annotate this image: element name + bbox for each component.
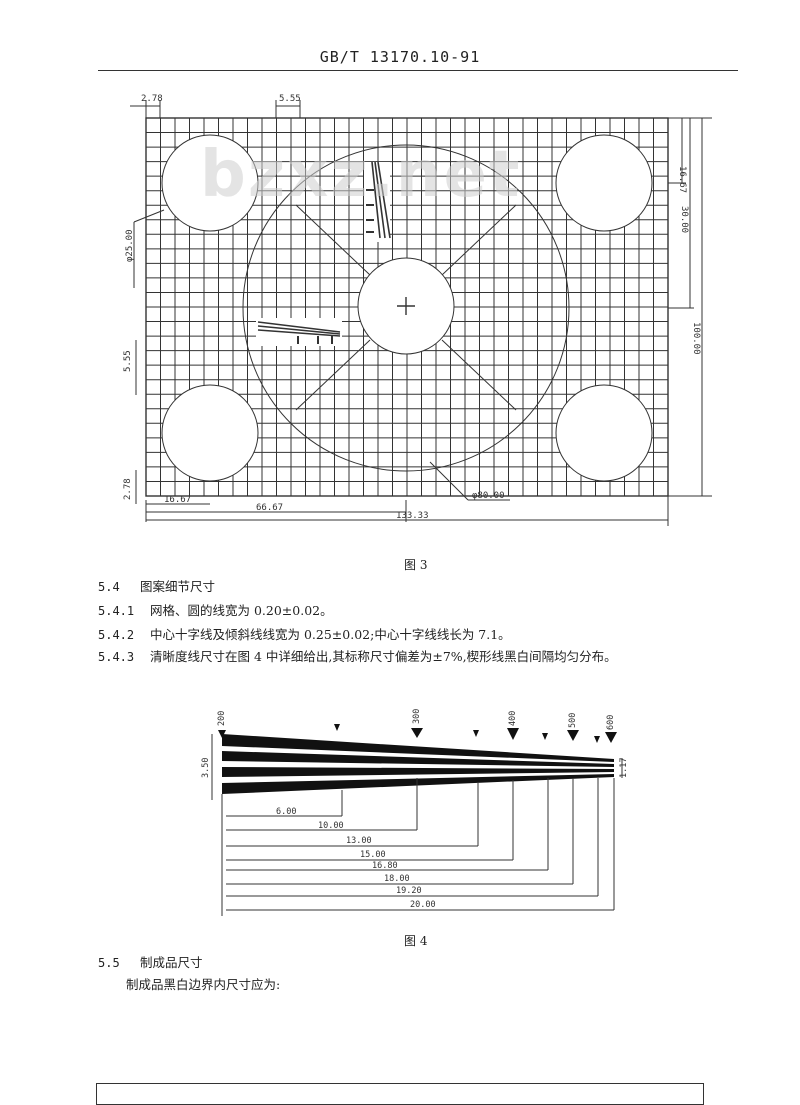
dim-bottom-b: 66.67 xyxy=(256,503,283,513)
header-rule xyxy=(98,70,738,71)
wedge-label-500: 500 xyxy=(568,713,578,728)
bottom-table-edge xyxy=(96,1083,704,1105)
wedge-left-dim: 3.50 xyxy=(201,758,211,778)
wedge-dim-19-2: 19.20 xyxy=(396,886,422,896)
wedge-dim-6: 6.00 xyxy=(276,807,296,817)
dim-right-top: 16.67 xyxy=(677,166,687,193)
clause-number: 5.4.3 xyxy=(98,650,135,664)
corner-circle-bl xyxy=(161,384,259,482)
wedge-dim-16-8: 16.80 xyxy=(372,861,398,871)
clause-text: 清晰度线尺寸在图 4 中详细给出,其标称尺寸偏差为±7%,楔形线黑白间隔均匀分布… xyxy=(150,649,617,664)
dim-left-mid: 5.55 xyxy=(123,350,133,372)
dim-right-full: 100.00 xyxy=(691,322,701,355)
corner-circle-tr xyxy=(555,134,653,232)
watermark: bzxz.net xyxy=(200,138,522,212)
dim-left-circle: φ25.00 xyxy=(125,229,135,262)
section-5-5-text: 制成品黑白边界内尺寸应为: xyxy=(126,977,281,992)
corner-circle-br xyxy=(555,384,653,482)
clause-number: 5.4.1 xyxy=(98,604,135,618)
wedge-dim-18: 18.00 xyxy=(384,874,410,884)
wedge-label-600: 600 xyxy=(606,715,616,730)
dim-bottom-a: 16.67 xyxy=(164,495,191,505)
wedge-dim-15: 15.00 xyxy=(360,850,386,860)
dim-right-mid: 30.00 xyxy=(679,206,689,233)
dim-bottom-c: 133.33 xyxy=(396,511,429,521)
clause-text: 网格、圆的线宽为 0.20±0.02。 xyxy=(150,603,333,618)
section-number: 5.4 xyxy=(98,580,120,594)
corner-circle-tl xyxy=(161,134,259,232)
pattern-frame xyxy=(145,117,669,497)
dim-top-b: 5.55 xyxy=(279,94,301,104)
wedge-dim-13: 13.00 xyxy=(346,836,372,846)
clause-text: 中心十字线及倾斜线线宽为 0.25±0.02;中心十字线线长为 7.1。 xyxy=(150,627,511,642)
section-title: 图案细节尺寸 xyxy=(140,579,216,594)
dim-left-bottom: 2.78 xyxy=(123,478,133,500)
wedge-dim-20: 20.00 xyxy=(410,900,436,910)
figure-4-caption: 图 4 xyxy=(404,934,428,948)
clause-number: 5.4.2 xyxy=(98,628,135,642)
wedge-label-200: 200 xyxy=(217,711,227,726)
clause-5-4-1: 5.4.1 网格、圆的线宽为 0.20±0.02。 xyxy=(98,600,333,619)
wedge-dim-10: 10.00 xyxy=(318,821,344,831)
wedge-right-dim: 1.17 xyxy=(619,758,629,778)
big-circle xyxy=(242,144,570,472)
page-header: GB/T 13170.10-91 xyxy=(319,48,481,66)
clause-5-4-3: 5.4.3 清晰度线尺寸在图 4 中详细给出,其标称尺寸偏差为±7%,楔形线黑白间… xyxy=(98,646,617,665)
clause-5-4-2: 5.4.2 中心十字线及倾斜线线宽为 0.25±0.02;中心十字线线长为 7.1… xyxy=(98,624,511,643)
dim-top-a: 2.78 xyxy=(141,94,163,104)
section-title: 制成品尺寸 xyxy=(140,955,203,970)
dim-big-circle: φ80.00 xyxy=(472,491,505,501)
wedge-label-300: 300 xyxy=(412,709,422,724)
figure-3-caption: 图 3 xyxy=(404,558,428,572)
wedge-label-400: 400 xyxy=(508,711,518,726)
section-number: 5.5 xyxy=(98,956,120,970)
section-5-5-heading: 5.5 制成品尺寸 xyxy=(98,952,203,971)
section-5-4-heading: 5.4 图案细节尺寸 xyxy=(98,576,215,595)
